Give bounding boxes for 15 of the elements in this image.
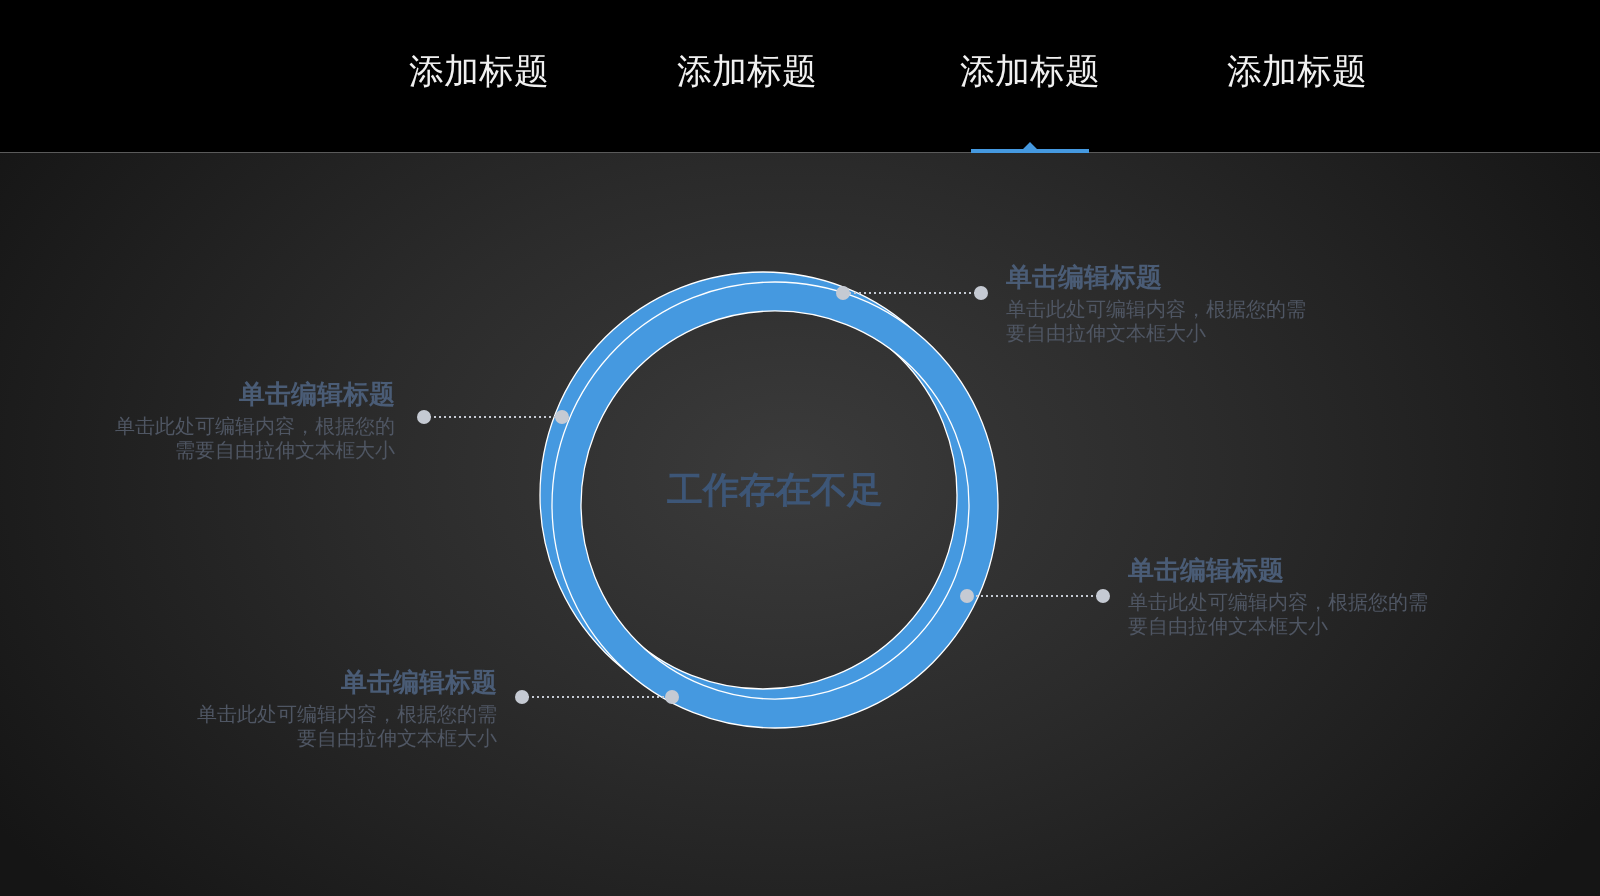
leader-line bbox=[515, 690, 679, 704]
callout-heading: 单击编辑标题 bbox=[1006, 261, 1163, 293]
nav-item: 添加标题 bbox=[677, 50, 817, 92]
leader-line bbox=[960, 589, 1110, 603]
callout-body: 单击此处可编辑内容，根据您的需要自由拉伸文本框大小 bbox=[1128, 590, 1429, 638]
callout-body: 单击此处可编辑内容，根据您的需要自由拉伸文本框大小 bbox=[196, 702, 497, 750]
nav-item: 添加标题 bbox=[1227, 50, 1367, 92]
nav-item: 添加标题 bbox=[960, 50, 1100, 92]
callout-heading: 单击编辑标题 bbox=[238, 378, 395, 410]
leader-line bbox=[417, 410, 569, 424]
callout-heading: 单击编辑标题 bbox=[340, 666, 497, 698]
nav-item: 添加标题 bbox=[409, 50, 549, 92]
callout-heading: 单击编辑标题 bbox=[1128, 554, 1285, 586]
center-title: 工作存在不足 bbox=[667, 468, 883, 512]
leader-line bbox=[836, 286, 988, 300]
